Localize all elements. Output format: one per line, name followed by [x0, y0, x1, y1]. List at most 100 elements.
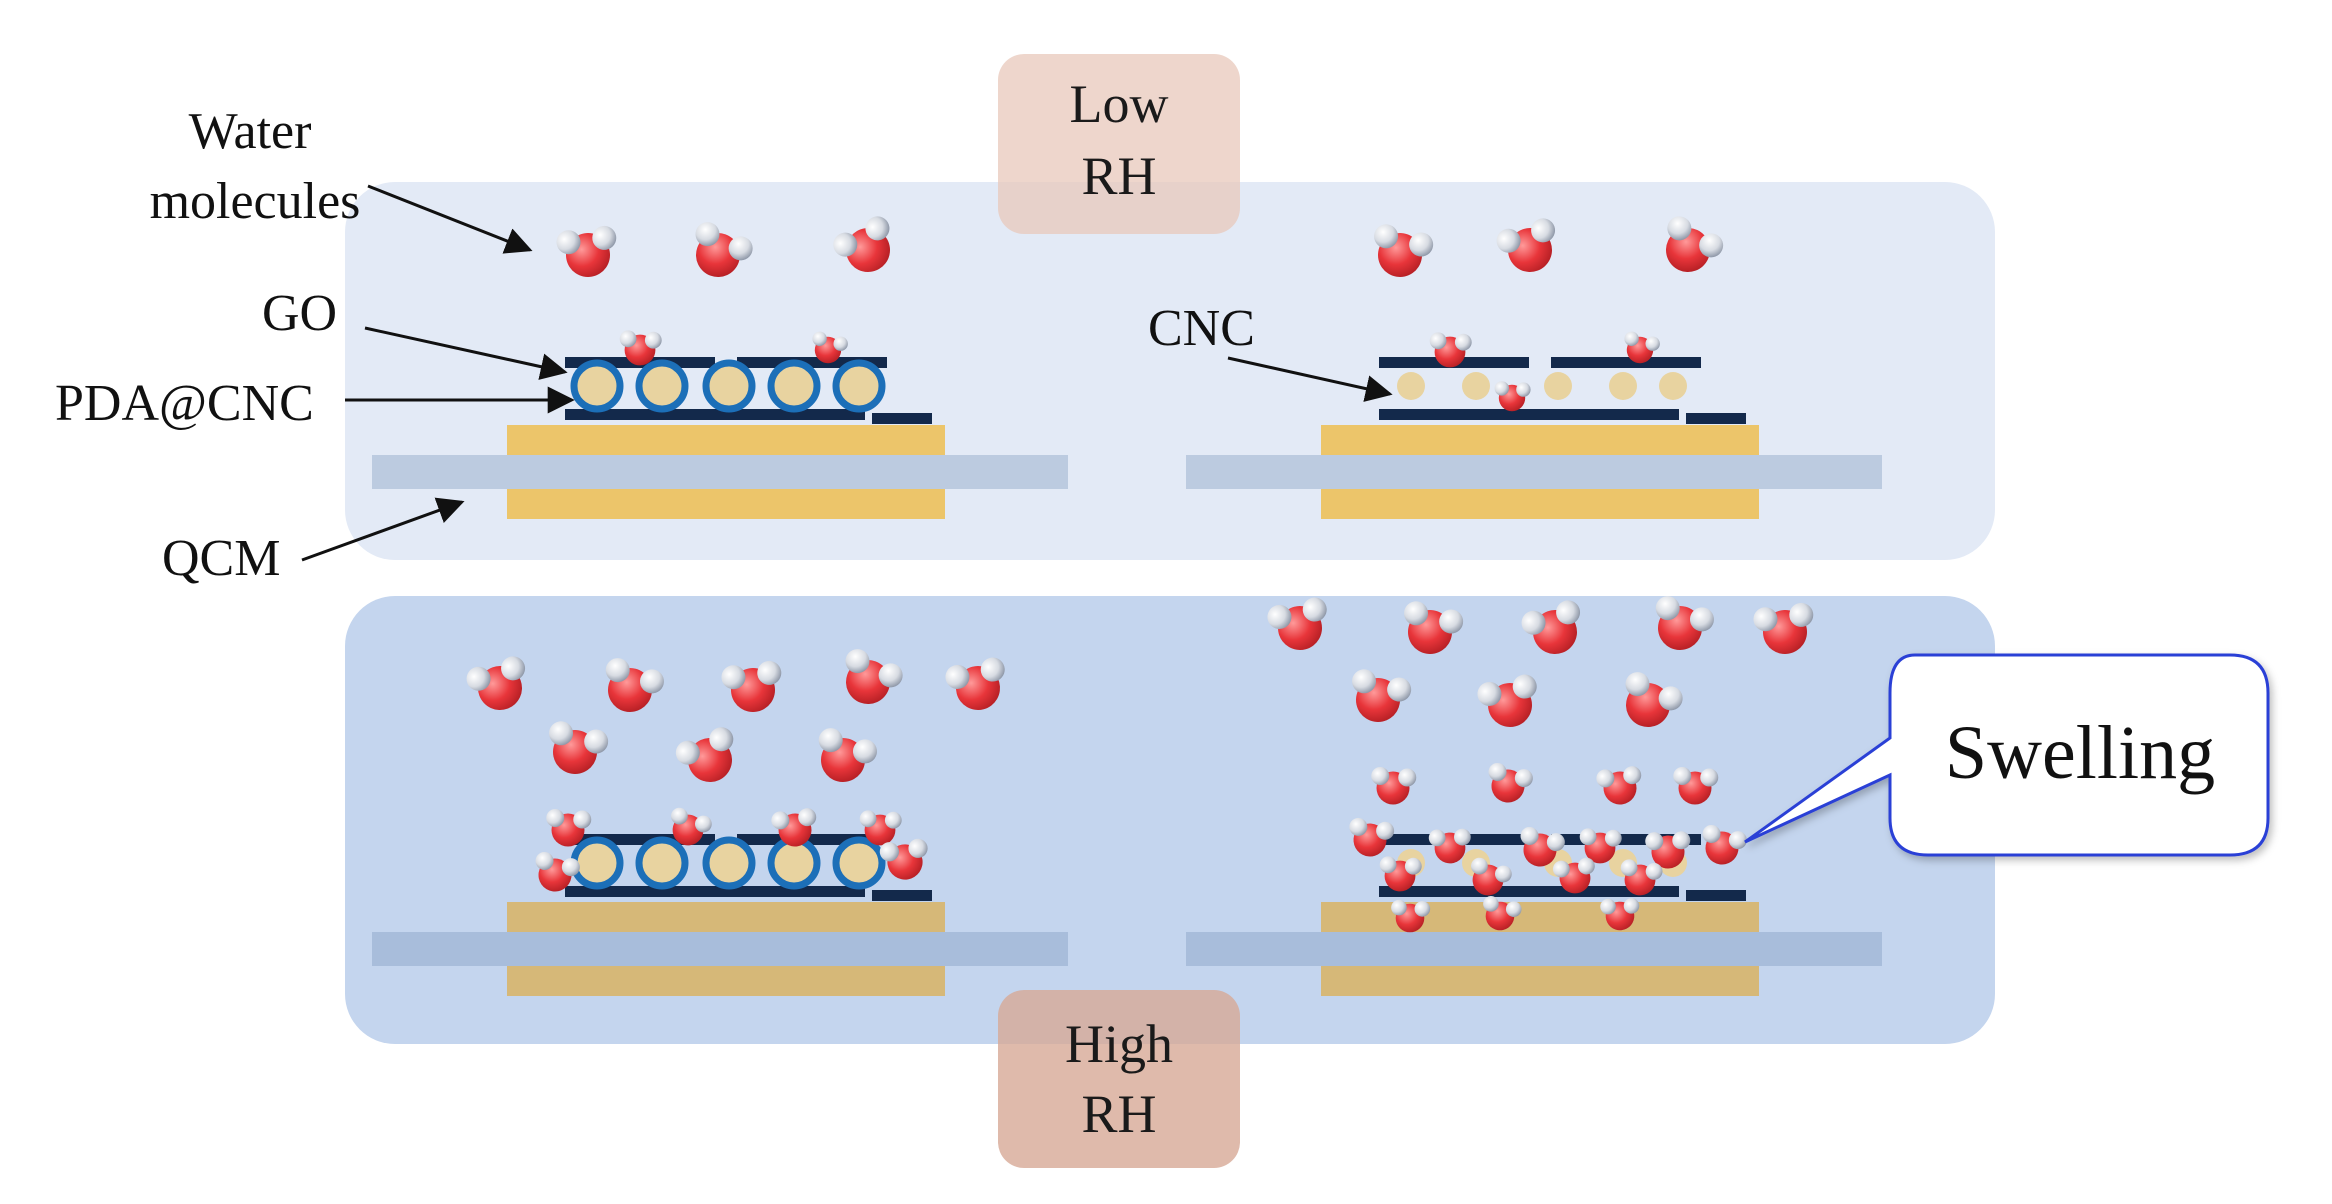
- water-molecule: [695, 222, 753, 277]
- water-hydrogen: [1623, 766, 1642, 785]
- water-hydrogen: [1352, 669, 1377, 694]
- water-hydrogen: [945, 664, 970, 689]
- water-molecule: [1655, 596, 1714, 650]
- label-molecules: molecules: [150, 173, 361, 230]
- water-molecule: [535, 851, 580, 892]
- arrow-water: [367, 184, 533, 254]
- water-hydrogen: [1512, 674, 1537, 699]
- water-hydrogen: [1494, 865, 1512, 883]
- swelling-callout: [1744, 653, 2270, 857]
- water-hydrogen: [466, 666, 491, 691]
- water-hydrogen: [1667, 216, 1692, 241]
- water-hydrogen: [1521, 610, 1546, 635]
- label-pda-cnc: PDA@CNC: [55, 375, 314, 432]
- go-sheet-upper: [565, 834, 715, 845]
- water-molecule: [859, 810, 902, 846]
- water-molecule: [1600, 898, 1640, 931]
- water-hydrogen: [549, 721, 574, 746]
- water-hydrogen: [1439, 609, 1464, 634]
- water-hydrogen: [556, 230, 581, 255]
- water-molecule: [619, 330, 662, 366]
- water-hydrogen: [859, 810, 877, 828]
- low-rh-line1: Low: [1070, 74, 1169, 134]
- water-molecule: [605, 658, 664, 712]
- water-molecule: [1496, 218, 1556, 272]
- water-molecule: [845, 649, 903, 704]
- water-molecule: [549, 721, 609, 774]
- go-sheet-lower: [715, 409, 865, 420]
- water-hydrogen: [709, 727, 734, 752]
- water-hydrogen: [908, 838, 928, 858]
- water-molecules: [466, 216, 1814, 933]
- top-electrode: [1321, 902, 1759, 932]
- water-hydrogen: [1471, 857, 1488, 875]
- water-hydrogen: [1376, 821, 1395, 840]
- water-hydrogen: [644, 331, 662, 349]
- water-molecule: [1391, 899, 1431, 933]
- water-hydrogen: [1753, 607, 1778, 632]
- high-rh-line2: RH: [1081, 1084, 1156, 1144]
- water-hydrogen: [535, 851, 554, 870]
- water-molecule: [1521, 600, 1581, 654]
- water-hydrogen: [1531, 218, 1556, 243]
- water-molecule: [1349, 817, 1395, 857]
- water-hydrogen: [1398, 768, 1417, 787]
- water-molecule: [833, 216, 890, 272]
- cnc-particle: [1609, 372, 1637, 400]
- water-hydrogen: [584, 729, 609, 754]
- water-hydrogen: [1428, 829, 1446, 847]
- water-molecule: [1483, 896, 1522, 931]
- water-hydrogen: [573, 810, 592, 829]
- go-sheet-lower: [1379, 886, 1529, 897]
- go-sheet-lower: [1686, 890, 1746, 901]
- top-electrode: [507, 425, 945, 455]
- water-hydrogen: [671, 807, 688, 825]
- water-hydrogen: [1374, 224, 1399, 249]
- water-molecule: [1404, 601, 1464, 654]
- quartz-crystal: [1186, 455, 1882, 489]
- pda-cnc-particle: [635, 836, 689, 890]
- water-molecule: [812, 331, 848, 364]
- water-hydrogen: [1505, 901, 1522, 917]
- water-molecule: [1620, 859, 1663, 896]
- go-sheet-lower: [872, 890, 932, 901]
- water-hydrogen: [1429, 332, 1447, 350]
- water-hydrogen: [757, 660, 782, 685]
- water-molecule: [945, 657, 1005, 710]
- go-sheet-lower: [1529, 409, 1679, 420]
- water-hydrogen: [1577, 857, 1595, 875]
- water-hydrogen: [1379, 856, 1397, 874]
- quartz-crystal: [1186, 932, 1882, 966]
- water-molecule: [675, 727, 734, 782]
- water-molecule: [1494, 381, 1531, 412]
- water-molecule: [1624, 331, 1660, 364]
- water-hydrogen: [728, 236, 753, 261]
- high-rh-box: High RH: [998, 990, 1240, 1168]
- water-hydrogen: [1546, 833, 1565, 852]
- pda-cnc-particle: [702, 359, 756, 413]
- water-hydrogen: [1414, 901, 1431, 917]
- water-molecule: [1471, 857, 1512, 896]
- device-cnc: [1186, 357, 1882, 519]
- water-molecule: [1753, 602, 1814, 654]
- device-pda-cnc: [372, 357, 1068, 519]
- water-hydrogen: [694, 815, 712, 833]
- go-sheet-lower: [715, 886, 865, 897]
- water-hydrogen: [818, 728, 843, 753]
- water-hydrogen: [1453, 828, 1471, 846]
- water-hydrogen: [884, 811, 902, 829]
- water-hydrogen: [695, 222, 720, 247]
- water-hydrogen: [501, 656, 526, 681]
- water-hydrogen: [1579, 828, 1597, 846]
- water-hydrogen: [879, 842, 899, 862]
- top-electrode: [507, 902, 945, 932]
- water-hydrogen: [1600, 898, 1616, 915]
- pda-cnc-particle: [832, 836, 886, 890]
- water-molecule: [1645, 831, 1691, 869]
- water-hydrogen: [1672, 831, 1691, 850]
- water-hydrogen: [878, 663, 903, 688]
- water-molecule: [1374, 224, 1434, 277]
- water-hydrogen: [1404, 601, 1429, 626]
- water-molecule: [771, 808, 817, 847]
- water-molecule: [1352, 669, 1412, 722]
